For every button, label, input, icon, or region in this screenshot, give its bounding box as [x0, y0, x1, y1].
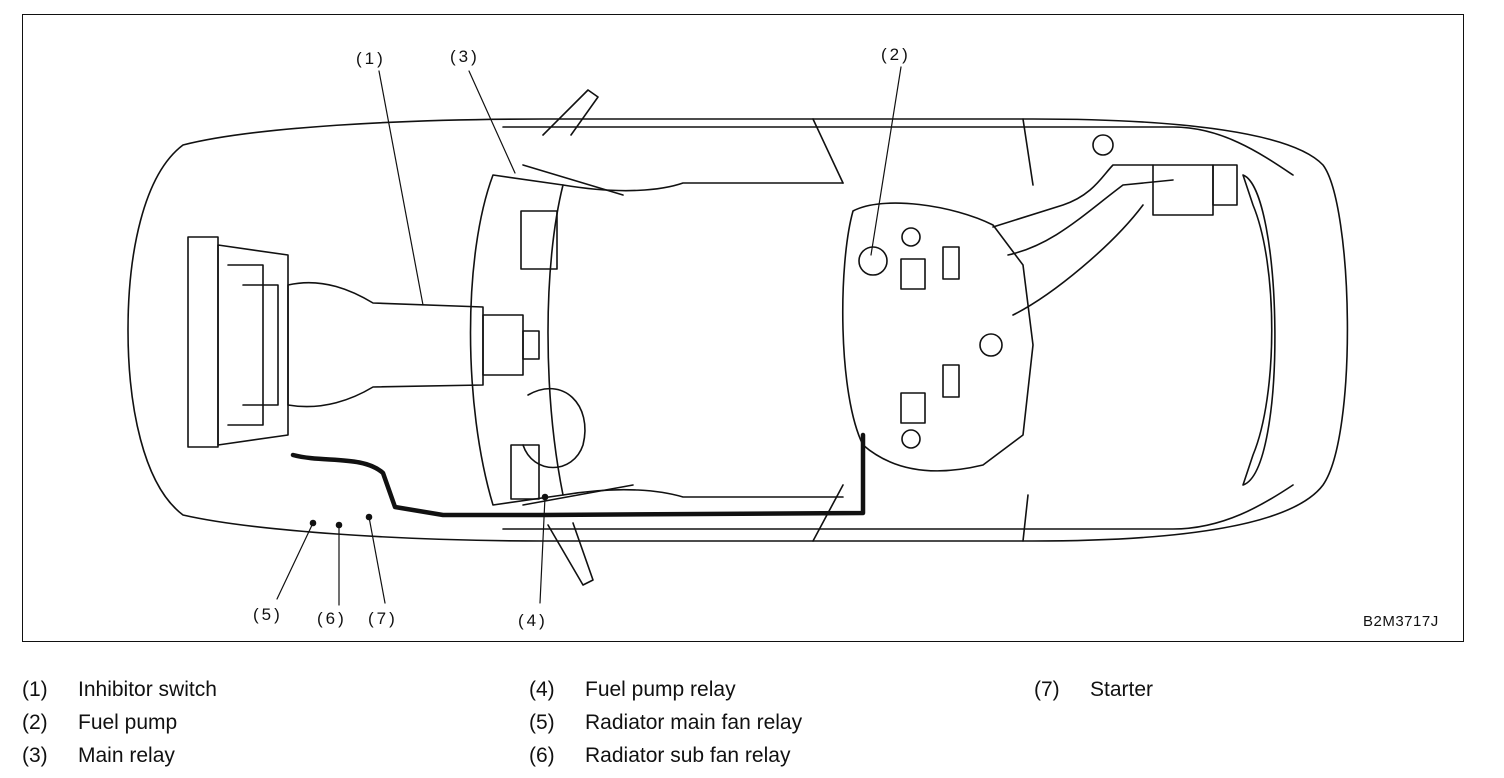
leader-7	[368, 516, 386, 604]
mirror-right	[547, 522, 594, 586]
legend-num: (1)	[22, 678, 48, 701]
leader-1	[378, 70, 424, 306]
legend-item: (6) Radiator sub fan relay	[529, 744, 790, 768]
legend-item: (4) Fuel pump relay	[529, 678, 736, 702]
door-line-top	[502, 126, 1294, 176]
transmission-case	[187, 236, 219, 448]
car-wiring-diagram	[127, 66, 1349, 606]
legend-label: Starter	[1090, 678, 1154, 701]
mirror-left	[542, 89, 599, 136]
tank-port-1	[901, 227, 921, 247]
legend-label: Main relay	[78, 744, 175, 767]
door-line-bottom	[502, 484, 1294, 530]
steering-area	[522, 387, 586, 469]
canister	[1152, 164, 1214, 216]
transmission-flange	[522, 330, 540, 360]
rear-pipe-2	[1007, 179, 1174, 256]
rear-window	[1242, 174, 1276, 486]
transmission-internal	[227, 264, 279, 426]
legend-item: (2) Fuel pump	[22, 711, 177, 735]
callout-3: (3)	[450, 47, 480, 66]
legend-label: Fuel pump	[78, 711, 178, 734]
a-pillar-bottom	[522, 484, 634, 506]
tank-bracket-1	[900, 258, 926, 290]
roof-front	[562, 182, 844, 192]
leader-4	[539, 496, 546, 604]
legend-label: Radiator sub fan relay	[585, 744, 791, 767]
callout-5: (5)	[253, 605, 283, 624]
filler-neck	[1092, 134, 1114, 156]
rear-pipe-3	[1012, 204, 1144, 316]
rear-door-top	[1022, 118, 1034, 186]
legend-num: (2)	[22, 711, 48, 734]
tank-bracket-3	[942, 246, 960, 280]
callout-4: (4)	[518, 611, 548, 630]
windshield	[469, 174, 564, 506]
callout-6: (6)	[317, 609, 347, 628]
module-box-upper	[520, 210, 558, 270]
door-split-top	[812, 118, 844, 184]
legend-item: (3) Main relay	[22, 744, 175, 768]
rear-door-bottom	[1022, 494, 1029, 542]
tank-bracket-4	[942, 364, 960, 398]
legend-num: (7)	[1034, 678, 1060, 701]
a-pillar-top	[522, 164, 624, 196]
wiring-harness	[290, 432, 866, 518]
legend-num: (4)	[529, 678, 555, 701]
leader-3	[468, 70, 516, 174]
rear-pipe-1	[992, 164, 1154, 228]
legend-num: (3)	[22, 744, 48, 767]
tank-port-2	[901, 429, 921, 449]
car-body-outline	[127, 118, 1349, 542]
legend-label: Radiator main fan relay	[585, 711, 803, 734]
legend-num: (6)	[529, 744, 555, 767]
transmission-bellhousing	[217, 244, 289, 446]
tank-bracket-2	[900, 392, 926, 424]
legend-label: Fuel pump relay	[585, 678, 736, 701]
figure-id: B2M3717J	[1363, 613, 1439, 630]
transmission-body	[287, 281, 484, 408]
roof-front-bottom	[562, 488, 844, 498]
callout-1: (1)	[356, 49, 386, 68]
fuel-tank	[841, 202, 1034, 472]
legend-item: (5) Radiator main fan relay	[529, 711, 802, 735]
legend-item: (7) Starter	[1034, 678, 1153, 702]
legend-item: (1) Inhibitor switch	[22, 678, 217, 702]
callout-2: (2)	[881, 45, 911, 64]
legend-label: Inhibitor switch	[78, 678, 217, 701]
rear-connector	[1212, 164, 1238, 206]
module-box-lower	[510, 444, 540, 500]
legend-num: (5)	[529, 711, 555, 734]
callout-7: (7)	[368, 609, 398, 628]
fuel-pump-unit	[858, 246, 888, 276]
tank-port-3	[979, 333, 1003, 357]
transmission-tail	[482, 314, 524, 376]
leader-5	[276, 522, 314, 600]
diagram-frame: (1) (2) (3) (4) (5) (6) (7) B2M3717J	[22, 14, 1464, 642]
leader-2	[870, 66, 902, 256]
